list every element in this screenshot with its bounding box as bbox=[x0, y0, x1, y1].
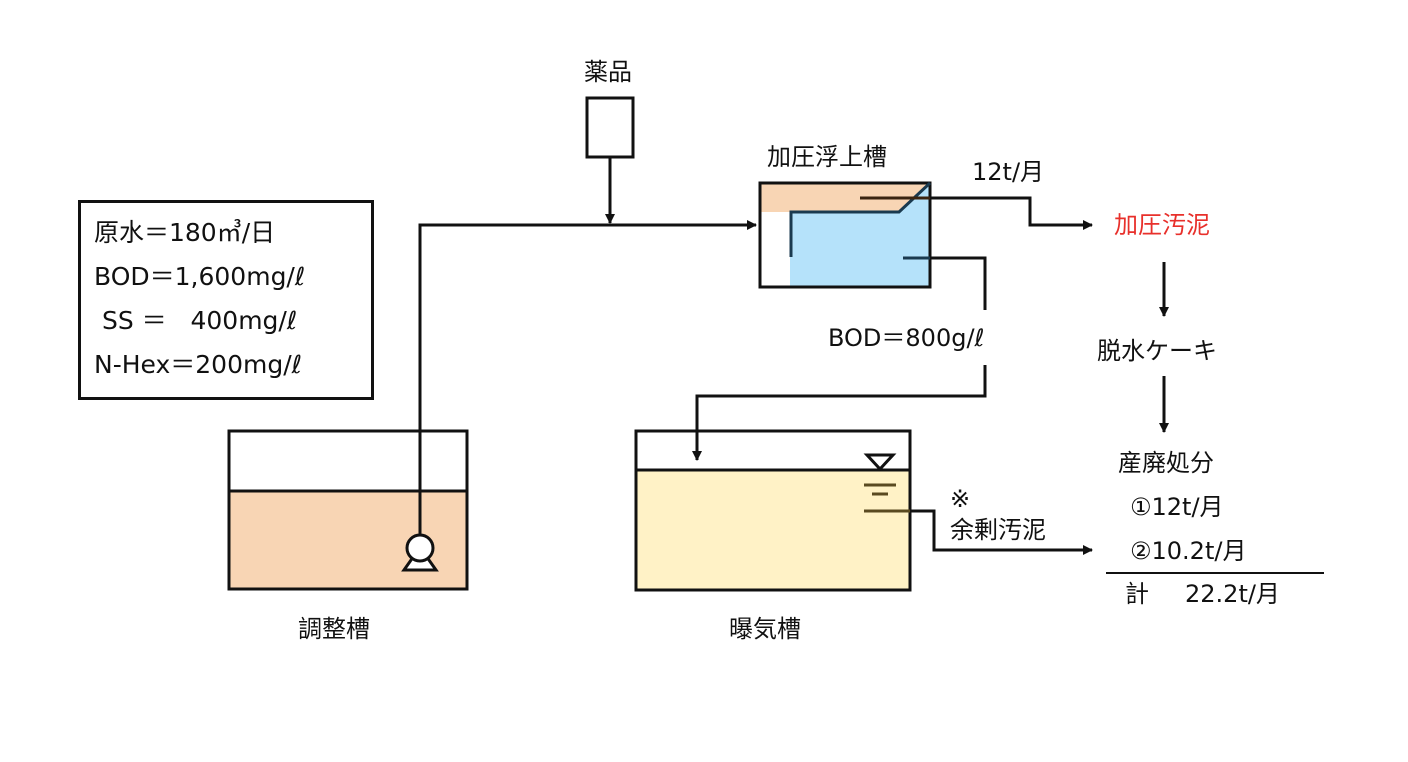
aeration-tank-label: 曝気槽 bbox=[729, 615, 801, 643]
info-ss: SS ＝ 400mg/ℓ bbox=[94, 306, 298, 335]
flotation-tank bbox=[758, 181, 932, 289]
excess-sludge-pipe bbox=[910, 509, 1093, 555]
chemical-dosing-box bbox=[585, 96, 635, 159]
disposal-item-1: ①12t/月 bbox=[1130, 493, 1224, 521]
pump-icon bbox=[401, 533, 439, 572]
equalization-tank-outline bbox=[227, 429, 469, 591]
excess-sludge-label: 余剰汚泥 bbox=[950, 516, 1046, 544]
flotation-sludge-rate: 12t/月 bbox=[972, 158, 1045, 186]
flotation-tank-outline bbox=[758, 181, 932, 289]
disposal-total-label: 計 bbox=[1125, 580, 1149, 608]
pressurized-sludge-label: 加圧汚泥 bbox=[1114, 211, 1210, 239]
effluent-bod-label: BOD＝800g/ℓ bbox=[828, 324, 985, 352]
flotation-tank-water bbox=[790, 212, 930, 287]
dewatered-cake-label: 脱水ケーキ bbox=[1097, 337, 1217, 365]
excess-sludge-mark: ※ bbox=[950, 485, 971, 513]
flotation-tank-label: 加圧浮上槽 bbox=[767, 143, 887, 171]
treated-water-pipe-lower bbox=[692, 365, 987, 461]
aeration-tank bbox=[634, 429, 912, 592]
info-raw-water: 原水＝180㎥/日 bbox=[94, 218, 276, 247]
treated-water-pipe-upper bbox=[930, 256, 987, 310]
influent-info-box: 原水＝180㎥/日 BOD＝1,600mg/ℓ SS ＝ 400mg/ℓ N-H… bbox=[78, 200, 374, 400]
disposal-item-2: ②10.2t/月 bbox=[1130, 537, 1247, 565]
disposal-title: 産廃処分 bbox=[1118, 449, 1214, 477]
info-n-hex: N-Hex＝200mg/ℓ bbox=[94, 350, 302, 379]
scum-outlet-pipe bbox=[930, 196, 1093, 230]
water-level-icon bbox=[863, 453, 897, 472]
disposal-total-value: 22.2t/月 bbox=[1185, 580, 1280, 608]
chemicals-label: 薬品 bbox=[584, 58, 632, 86]
info-bod: BOD＝1,600mg/ℓ bbox=[94, 262, 306, 291]
flotation-tank-scum bbox=[760, 183, 930, 212]
equalization-tank-label: 調整槽 bbox=[298, 615, 370, 643]
aeration-tank-liquid bbox=[636, 470, 910, 590]
raw-water-pipe bbox=[418, 220, 757, 535]
